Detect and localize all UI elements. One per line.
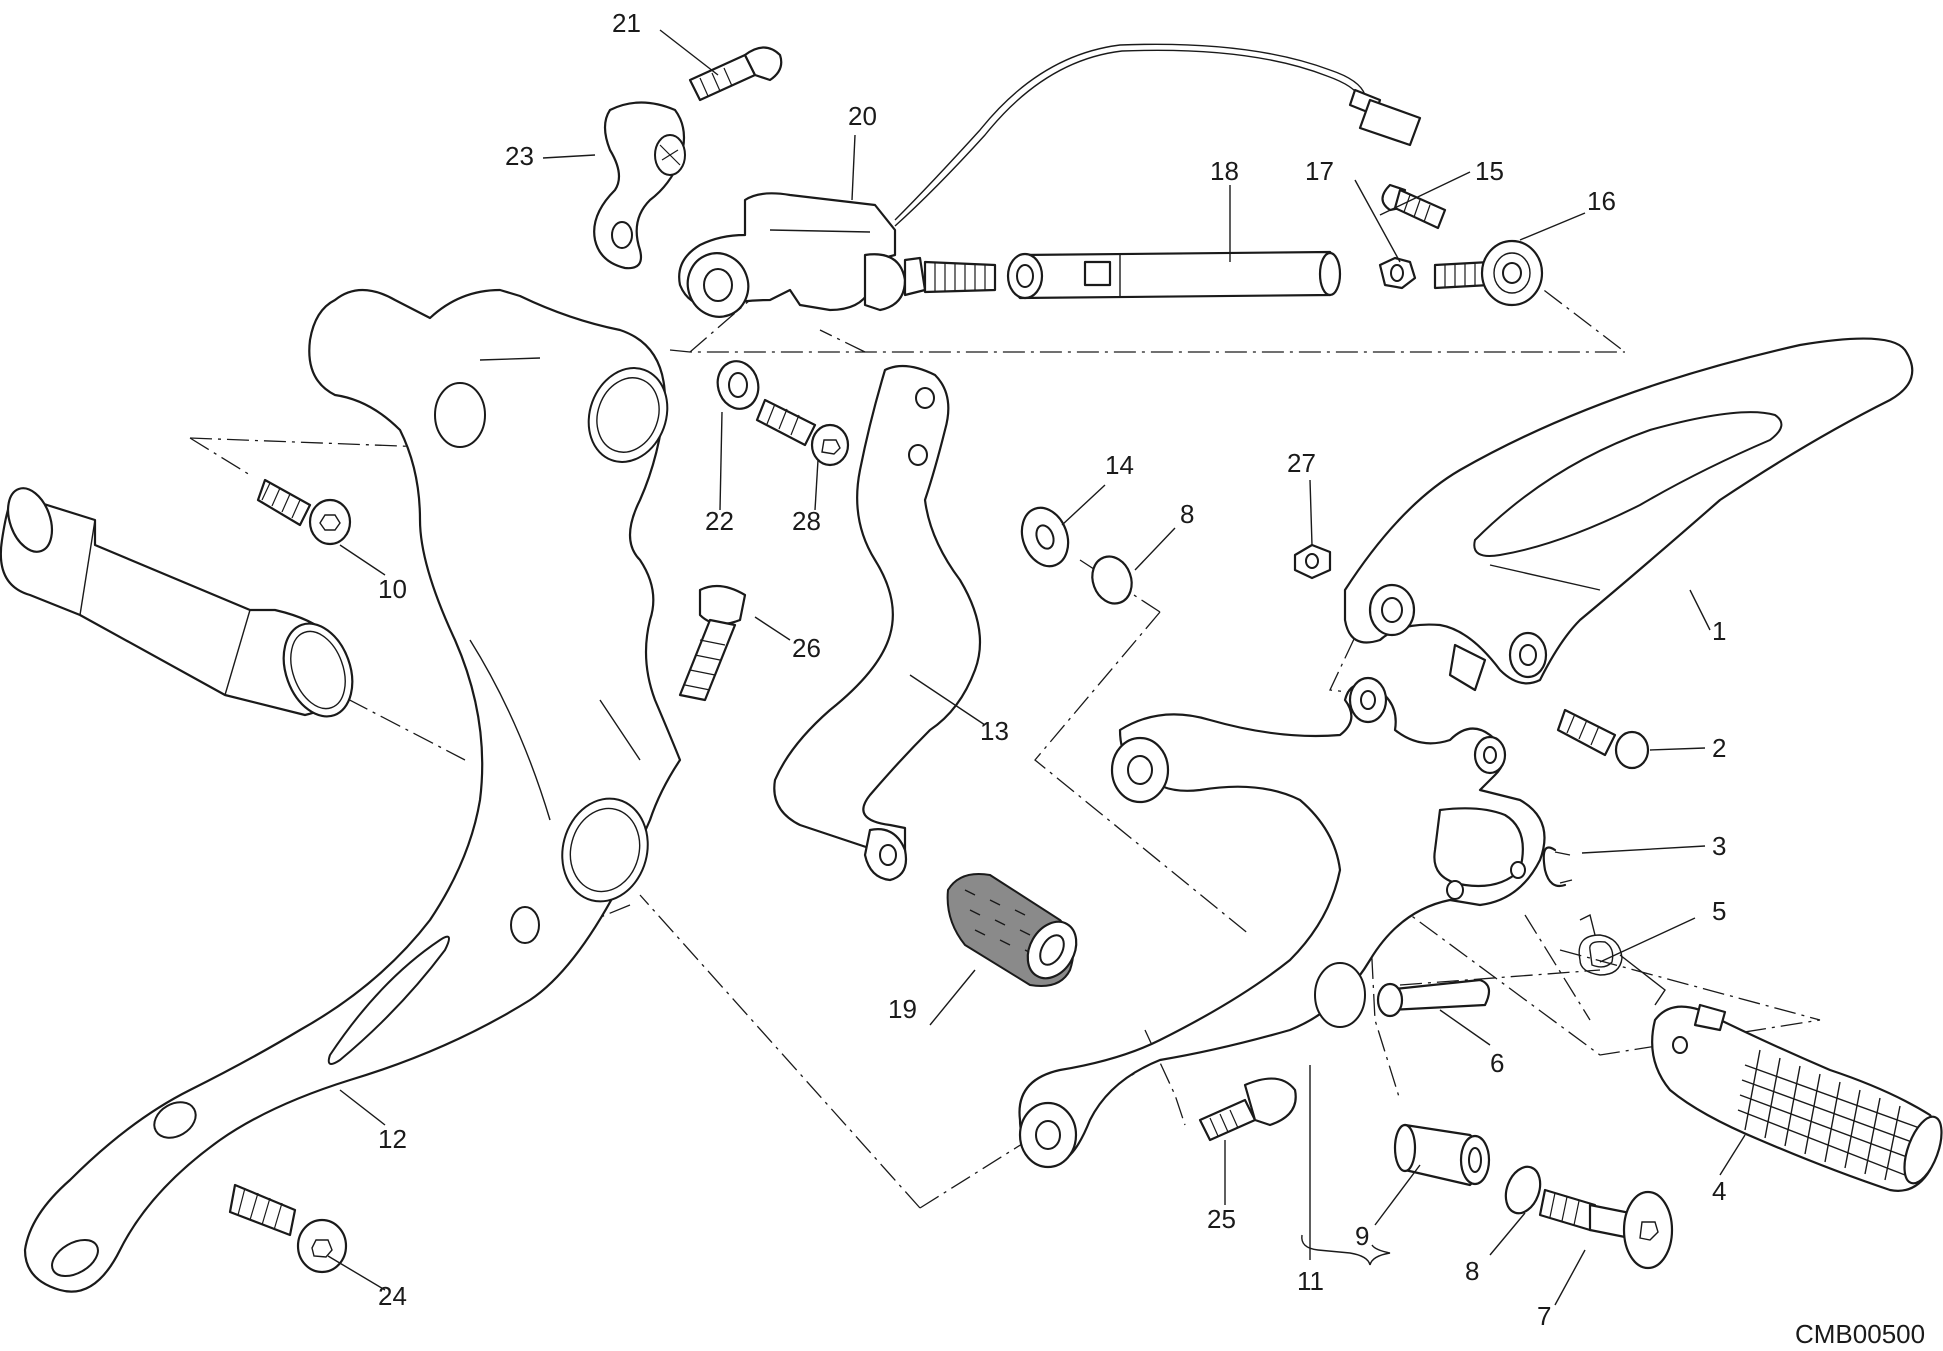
part-5-spring — [1578, 913, 1666, 1006]
callout-labels: 1 2 3 4 5 6 7 8 8 9 10 11 12 13 14 15 16… — [378, 8, 1726, 1331]
part-28-bolt — [755, 398, 850, 467]
callout-24: 24 — [378, 1281, 407, 1311]
part-7-pivot-bolt — [1538, 1188, 1674, 1270]
part-24-bolt — [228, 1183, 348, 1274]
left-shaft — [0, 487, 354, 718]
part-4-footpeg — [1651, 1003, 1943, 1192]
part-16-rod-end — [1433, 239, 1544, 307]
part-11-rear-bracket — [1018, 676, 1546, 1169]
part-23-lever — [593, 101, 686, 270]
callout-27: 27 — [1287, 448, 1316, 478]
part-20-sensor — [678, 43, 1422, 318]
callout-15: 15 — [1475, 156, 1504, 186]
part-26-bolt — [678, 584, 747, 702]
callout-19: 19 — [888, 994, 917, 1024]
callout-4: 4 — [1712, 1176, 1726, 1206]
callout-25: 25 — [1207, 1204, 1236, 1234]
callout-20: 20 — [848, 101, 877, 131]
callout-7: 7 — [1537, 1301, 1551, 1331]
part-3-circlip — [1542, 846, 1573, 888]
drawing-code: CMB00500 — [1795, 1319, 1925, 1349]
callout-3: 3 — [1712, 831, 1726, 861]
part-19-rubber-grip — [946, 873, 1078, 987]
callout-26: 26 — [792, 633, 821, 663]
part-25-bolt — [1198, 1077, 1297, 1142]
part-8-seal-lower — [1504, 1165, 1542, 1215]
part-15-bolt — [1381, 183, 1447, 230]
part-13-shift-lever — [773, 364, 982, 882]
part-17-nut — [1378, 256, 1417, 290]
callout-5: 5 — [1712, 896, 1726, 926]
callout-16: 16 — [1587, 186, 1616, 216]
callout-9: 9 — [1355, 1221, 1369, 1251]
part-10-bolt — [256, 478, 352, 546]
callout-14: 14 — [1105, 450, 1134, 480]
callout-11: 11 — [1297, 1266, 1324, 1296]
part-27-nut — [1293, 543, 1332, 580]
part-21-bolt — [688, 46, 783, 102]
callout-10: 10 — [378, 574, 407, 604]
callout-8-upper: 8 — [1180, 499, 1194, 529]
part-8-seal-upper — [1091, 555, 1133, 605]
part-1-heel-guard — [1343, 337, 1914, 692]
part-12-left-bracket — [23, 288, 682, 1293]
callout-6: 6 — [1490, 1048, 1504, 1078]
callout-18: 18 — [1210, 156, 1239, 186]
part-2-bolt — [1556, 708, 1650, 770]
part-9-bush — [1393, 1123, 1491, 1187]
callout-28: 28 — [792, 506, 821, 536]
part-14-washer — [1020, 506, 1070, 568]
part-22-washer — [716, 360, 760, 410]
callout-8-lower: 8 — [1465, 1256, 1479, 1286]
callout-23: 23 — [505, 141, 534, 171]
leader-lines — [327, 29, 1746, 1306]
callout-21: 21 — [612, 8, 641, 38]
part-6-pin — [1376, 978, 1491, 1018]
callout-1: 1 — [1712, 616, 1726, 646]
callout-12: 12 — [378, 1124, 407, 1154]
part-18-rod — [1006, 250, 1342, 300]
callout-13: 13 — [980, 716, 1009, 746]
callout-2: 2 — [1712, 733, 1726, 763]
callout-17: 17 — [1305, 156, 1334, 186]
callout-22: 22 — [705, 506, 734, 536]
